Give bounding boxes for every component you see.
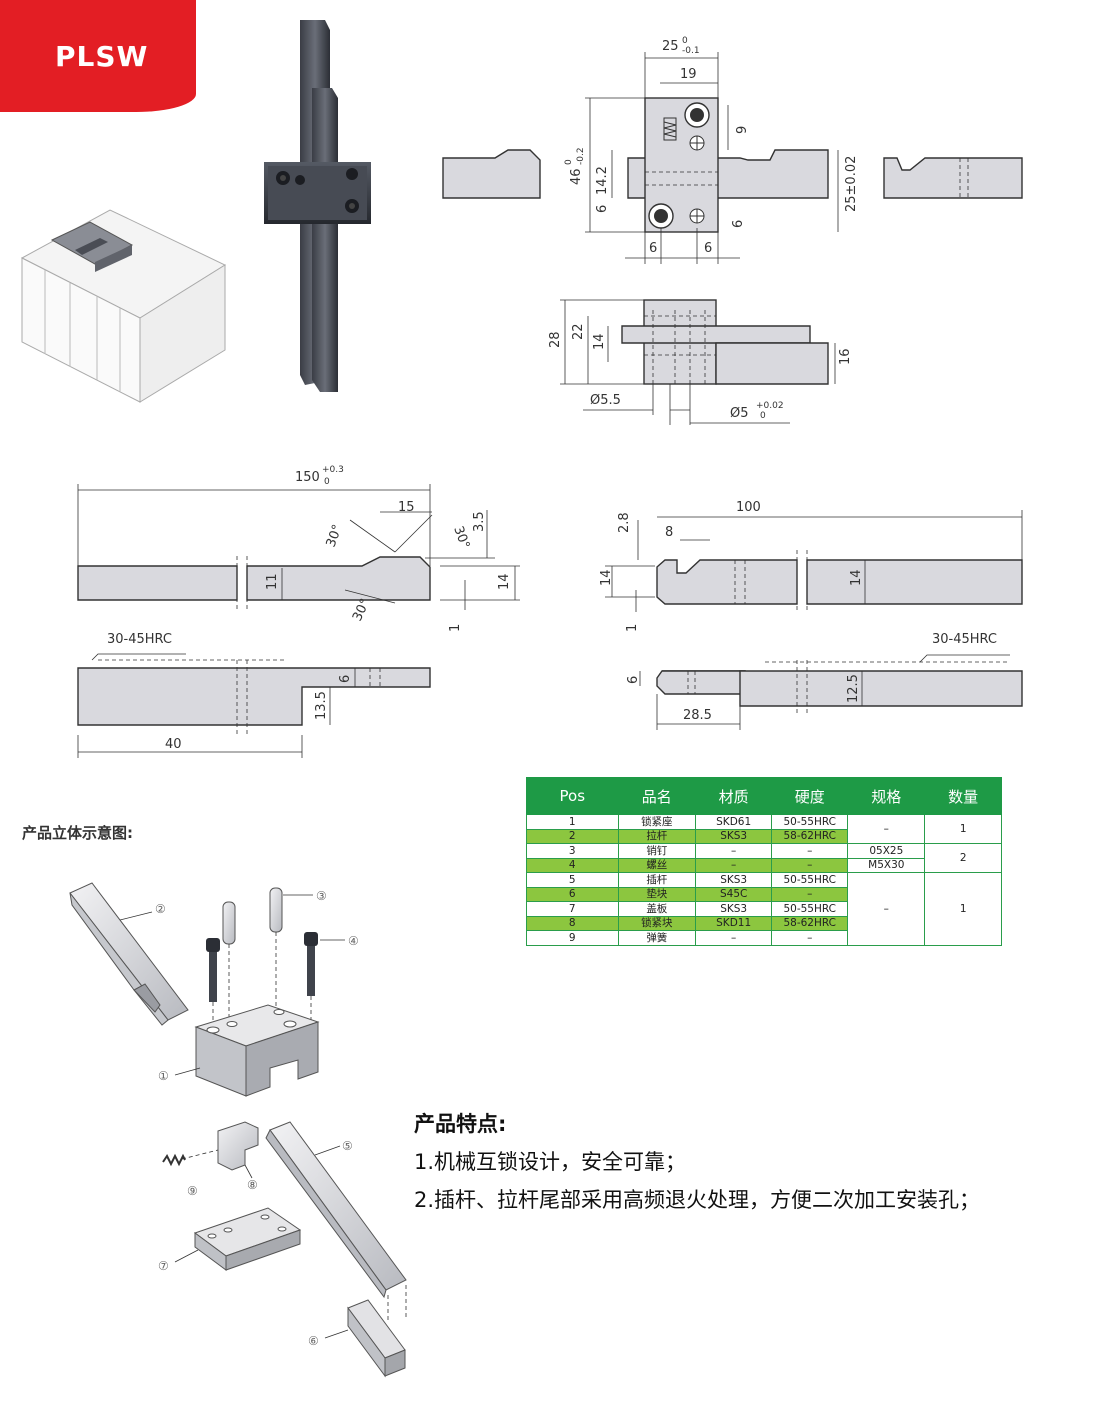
dim-pull-11: 11 <box>265 573 280 590</box>
col-header-spec: 规格 <box>847 777 926 815</box>
callout-3: ③ <box>316 889 327 903</box>
pull-rod-drawing: 150 +0.3 0 15 30° 30° 30° 3.5 11 14 1 30… <box>77 465 520 758</box>
callout-6: ⑥ <box>308 1334 319 1348</box>
col-header-name: 品名 <box>617 777 697 815</box>
dim-top-9: 9 <box>735 126 750 134</box>
insert-rod-drawing: 100 8 2.8 14 14 1 30-45HRC 12.5 6 <box>599 500 1023 730</box>
svg-text:+0.02: +0.02 <box>756 401 784 411</box>
spec-table: Pos 品名 材质 硬度 规格 数量 1 锁紧座 SKD61 50-55HRC … <box>526 777 1002 946</box>
assembled-lock-photo <box>264 20 371 392</box>
feature-line-1: 1.机械互锁设计，安全可靠； <box>414 1150 687 1174</box>
features-title: 产品特点: <box>414 1112 507 1136</box>
dim-side-phi5: Ø5 <box>730 406 749 421</box>
svg-text:0: 0 <box>564 159 574 165</box>
dim-top-height: 46 <box>569 168 584 185</box>
hrc-label-insert: 30-45HRC <box>932 632 997 647</box>
callout-5: ⑤ <box>342 1139 353 1153</box>
col-header-material: 材质 <box>695 777 773 815</box>
dim-top-inner: 19 <box>680 67 697 82</box>
side-view-drawing: 28 22 14 16 Ø5.5 Ø5 +0.02 0 <box>548 299 853 425</box>
svg-text:-0.1: -0.1 <box>682 46 700 56</box>
table-row: 4 螺丝 – – M5X30 <box>526 857 1002 873</box>
dim-ins-8: 8 <box>665 525 673 540</box>
dim-top-25-02: 25±0.02 <box>844 156 859 212</box>
callout-9: ⑨ <box>187 1184 198 1198</box>
dim-ins-14b: 14 <box>849 569 864 586</box>
dim-top-14-2: 14.2 <box>595 166 610 195</box>
hrc-label-pull: 30-45HRC <box>107 632 172 647</box>
dim-ins-14a: 14 <box>599 569 614 586</box>
dim-ins-12-5: 12.5 <box>846 674 861 703</box>
dim-pull-15: 15 <box>398 500 415 515</box>
dim-pull-40: 40 <box>165 737 182 752</box>
dim-pull-3-5: 3.5 <box>472 511 487 532</box>
dim-pull-30b: 30° <box>450 524 472 551</box>
exploded-view-title: 产品立体示意图: <box>22 824 133 842</box>
dim-top-6-bottom-b: 6 <box>704 241 712 256</box>
table-row: 9 弹簧 – – <box>526 930 1002 946</box>
feature-line-2: 2.插杆、拉杆尾部采用高频退火处理，方便二次加工安装孔； <box>414 1188 981 1212</box>
dim-pull-6: 6 <box>338 675 353 683</box>
callout-2: ② <box>155 902 166 916</box>
dim-ins-2-8: 2.8 <box>617 512 632 533</box>
col-header-qty: 数量 <box>924 777 1002 815</box>
product-features: 产品特点: 1.机械互锁设计，安全可靠； 2.插杆、拉杆尾部采用高频退火处理，方… <box>414 1108 980 1222</box>
table-header-row: Pos 品名 材质 硬度 规格 数量 <box>526 777 1002 815</box>
col-header-hardness: 硬度 <box>771 777 849 815</box>
svg-text:0: 0 <box>760 411 766 421</box>
mold-assembly-sketch <box>20 209 227 403</box>
callout-7: ⑦ <box>158 1259 169 1273</box>
dim-pull-150: 150 <box>295 470 320 485</box>
svg-text:+0.3: +0.3 <box>322 465 344 475</box>
dim-side-14: 14 <box>592 333 607 350</box>
dim-side-phi55: Ø5.5 <box>590 393 621 408</box>
dim-pull-14: 14 <box>497 573 512 590</box>
product-code: PLSW <box>55 40 149 73</box>
top-view-drawing: 25 0 -0.1 19 46 0 -0.2 14.2 6 9 6 25±0.0… <box>442 36 1023 264</box>
table-row: 1 锁紧座 SKD61 50-55HRC – 1 <box>526 814 1002 844</box>
dim-top-6-bottom-a: 6 <box>649 241 657 256</box>
dim-ins-100: 100 <box>736 500 761 515</box>
table-row: 6 垫块 S45C – <box>526 886 1002 902</box>
svg-text:-0.2: -0.2 <box>576 147 586 165</box>
dim-top-width: 25 <box>662 39 679 54</box>
callout-1: ① <box>158 1069 169 1083</box>
dim-top-6-left: 6 <box>595 205 610 213</box>
dim-side-22: 22 <box>571 323 586 340</box>
dim-pull-30a: 30° <box>324 523 346 550</box>
table-row: 2 拉杆 SKS3 58-62HRC <box>526 828 1002 844</box>
dim-ins-28-5: 28.5 <box>683 708 712 723</box>
callout-4: ④ <box>348 934 359 948</box>
table-row: 8 锁紧块 SKD11 58-62HRC <box>526 915 1002 931</box>
col-header-pos: Pos <box>526 777 619 815</box>
dim-side-28: 28 <box>548 331 563 348</box>
svg-text:0: 0 <box>324 477 330 487</box>
dim-top-6-right: 6 <box>731 220 746 228</box>
exploded-view: ② ③ ④ ① ⑧ ⑨ <box>69 882 407 1378</box>
dim-ins-6: 6 <box>626 676 641 684</box>
table-row: 5 插杆 SKS3 50-55HRC – 1 <box>526 872 1002 946</box>
callout-8: ⑧ <box>247 1178 258 1192</box>
product-code-badge: PLSW <box>0 0 196 112</box>
dim-side-16: 16 <box>838 348 853 365</box>
dim-pull-1: 1 <box>448 624 463 632</box>
table-row: 3 销钉 – – 05X25 2 <box>526 843 1002 873</box>
dim-pull-13-5: 13.5 <box>314 691 329 720</box>
dim-ins-1: 1 <box>625 624 640 632</box>
svg-text:0: 0 <box>682 36 688 46</box>
